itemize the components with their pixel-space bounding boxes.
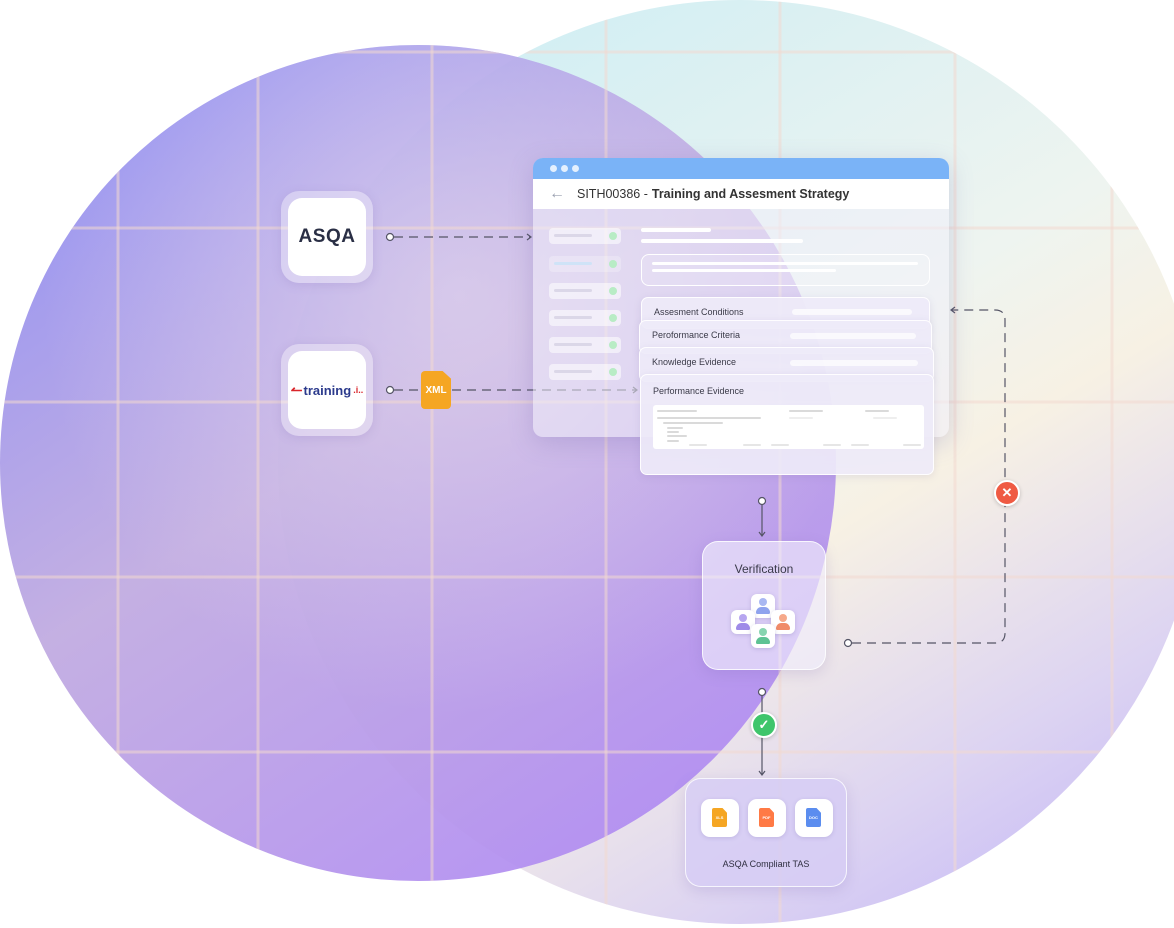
check-icon [609, 287, 617, 295]
doc-file-icon: DOC [806, 808, 821, 827]
window-title: Training and Assesment Strategy [651, 187, 850, 201]
summary-box [641, 254, 930, 286]
sidebar-item[interactable] [549, 310, 621, 326]
verification-node[interactable]: Verification [702, 541, 826, 670]
window-titlebar [533, 158, 949, 179]
sidebar-item[interactable] [549, 228, 621, 244]
xml-label: XML [425, 384, 447, 396]
training-logo: ↼ training .i.. [290, 381, 364, 398]
doc-file-tile[interactable]: DOC [795, 799, 833, 837]
sidebar-item[interactable] [549, 364, 621, 380]
pdf-file-icon: PDF [759, 808, 774, 827]
pdf-file-tile[interactable]: PDF [748, 799, 786, 837]
asqa-logo: ASQA [298, 226, 356, 247]
training-logo-tile: ↼ training .i.. [288, 351, 366, 429]
check-icon [609, 260, 617, 268]
compliant-tas-output[interactable]: XLS PDF DOC ASQA Compliant TAS [685, 778, 847, 887]
training-source-card[interactable]: ↼ training .i.. [281, 344, 373, 436]
window-dot-icon [572, 165, 579, 172]
text-placeholder [641, 228, 711, 232]
sidebar-item[interactable] [549, 283, 621, 299]
asqa-logo-tile: ASQA [288, 198, 366, 276]
course-code: SITH00386 - [577, 187, 648, 201]
window-header: ← SITH00386 - Training and Assesment Str… [533, 179, 949, 209]
back-arrow-icon[interactable]: ← [549, 185, 565, 202]
window-dot-icon [561, 165, 568, 172]
xls-file-tile[interactable]: XLS [701, 799, 739, 837]
sidebar-item-active[interactable] [549, 256, 621, 272]
section-card-performance-evidence[interactable]: Performance Evidence [640, 374, 934, 475]
user-avatar-icon [771, 610, 795, 634]
evidence-table [653, 405, 924, 449]
output-title: ASQA Compliant TAS [722, 859, 810, 869]
asqa-source-card[interactable]: ASQA [281, 191, 373, 283]
swoosh-icon: ↼ [290, 381, 303, 398]
user-avatar-icon [751, 624, 775, 648]
xls-file-icon: XLS [712, 808, 727, 827]
approve-check-icon: ✓ [751, 712, 777, 738]
check-icon [609, 314, 617, 322]
verification-title: Verification [734, 562, 794, 576]
sidebar-item[interactable] [549, 337, 621, 353]
window-dot-icon [550, 165, 557, 172]
check-icon [609, 232, 617, 240]
xml-file-icon: XML [421, 371, 451, 409]
text-placeholder [641, 239, 803, 243]
check-icon [609, 368, 617, 376]
reject-icon: ✕ [994, 480, 1020, 506]
check-icon [609, 341, 617, 349]
